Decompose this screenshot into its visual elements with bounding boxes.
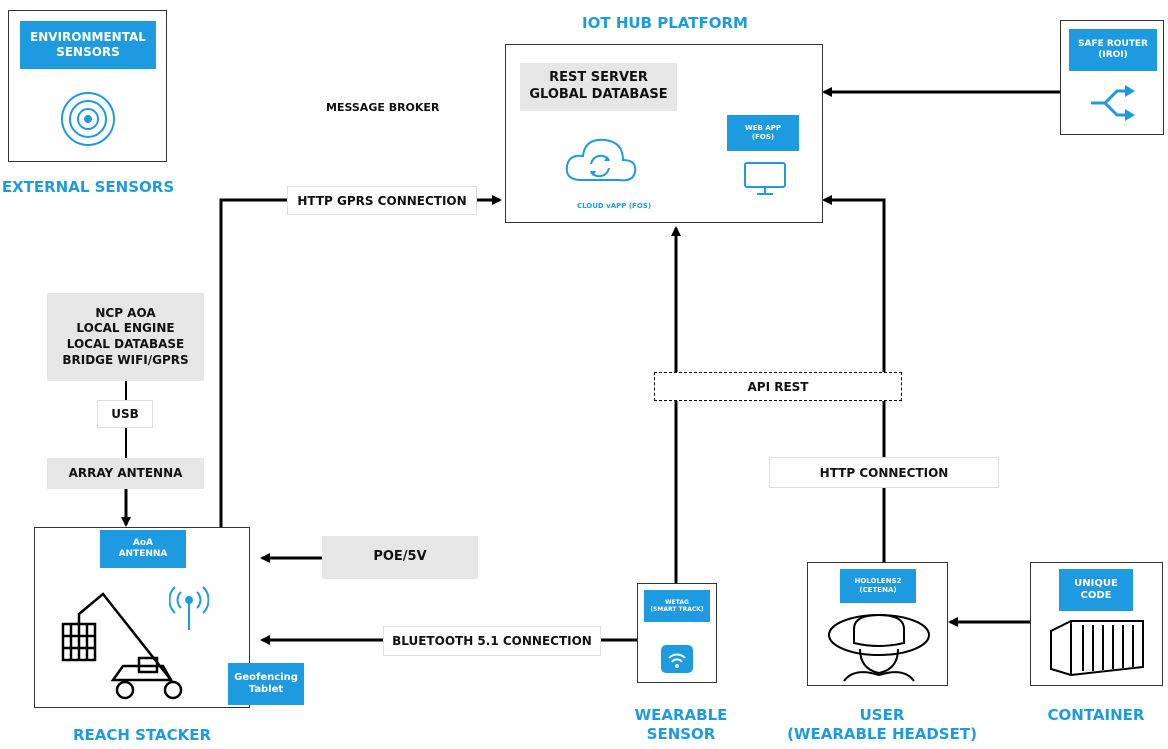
shipping-container-icon [1050, 620, 1144, 677]
geofencing-tablet-label: Geofencing Tablet [228, 663, 304, 705]
web-app-label: WEB APP (FOS) [727, 115, 799, 151]
sensor-rings-icon [61, 92, 115, 146]
environmental-sensors-box: ENVIRONMENTAL SENSORS [8, 10, 167, 162]
container-box: UNIQUE CODE [1030, 562, 1163, 686]
bluetooth-label: BLUETOOTH 5.1 CONNECTION [383, 626, 601, 656]
hololens-label: HOLOLENS2 (CETENA) [840, 569, 916, 603]
cloud-app-label: CLOUD vAPP (FOS) [576, 202, 652, 210]
aoa-antenna-label: AoA ANTENNA [100, 530, 186, 568]
usb-label: USB [97, 400, 153, 428]
external-sensors-title: EXTERNAL SENSORS [1, 178, 175, 196]
ncp-stack-label: NCP AOA LOCAL ENGINE LOCAL DATABASE BRID… [47, 293, 204, 381]
poe-label: POE/5V [322, 536, 478, 579]
http-gprs-label: HTTP GPRS CONNECTION [287, 186, 477, 215]
environmental-sensors-label: ENVIRONMENTAL SENSORS [20, 21, 156, 69]
safe-router-label: SAFE ROUTER (IROI) [1069, 29, 1157, 71]
shuffle-arrows-icon [1091, 85, 1135, 121]
user-title: USER (WEARABLE HEADSET) [787, 706, 977, 743]
monitor-icon [744, 162, 786, 195]
message-broker-label: MESSAGE BROKER [326, 101, 440, 114]
iot-hub-title: IOT HUB PLATFORM [582, 14, 748, 32]
unique-code-label: UNIQUE CODE [1059, 569, 1133, 611]
iot-hub-box: REST SERVER GLOBAL DATABASE CLOUD vAPP (… [505, 44, 823, 223]
wearable-title: WEARABLE SENSOR [634, 706, 728, 743]
container-title: CONTAINER [1047, 706, 1145, 724]
cloud-sync-icon [565, 138, 637, 182]
antenna-signal-icon [169, 586, 209, 630]
http-gprs-wire [219, 195, 502, 527]
wifi-tag-icon [661, 645, 693, 673]
safe-router-box: SAFE ROUTER (IROI) [1060, 20, 1164, 135]
rest-server-label: REST SERVER GLOBAL DATABASE [520, 63, 677, 111]
user-to-hub-wire [822, 195, 886, 562]
reach-stacker-title: REACH STACKER [72, 726, 212, 744]
wearable-box: WETAG (SMART TRACK) [637, 583, 717, 683]
wetag-label: WETAG (SMART TRACK) [644, 590, 710, 622]
api-rest-label: API REST [654, 372, 902, 401]
user-box: HOLOLENS2 (CETENA) [807, 562, 948, 686]
http-connection-label: HTTP CONNECTION [769, 457, 999, 488]
reach-stacker-box: AoA ANTENNA Geofencing Tablet [34, 527, 304, 708]
array-antenna-label: ARRAY ANTENNA [47, 458, 204, 489]
vr-headset-icon [828, 613, 930, 682]
reach-stacker-icon [61, 592, 183, 700]
